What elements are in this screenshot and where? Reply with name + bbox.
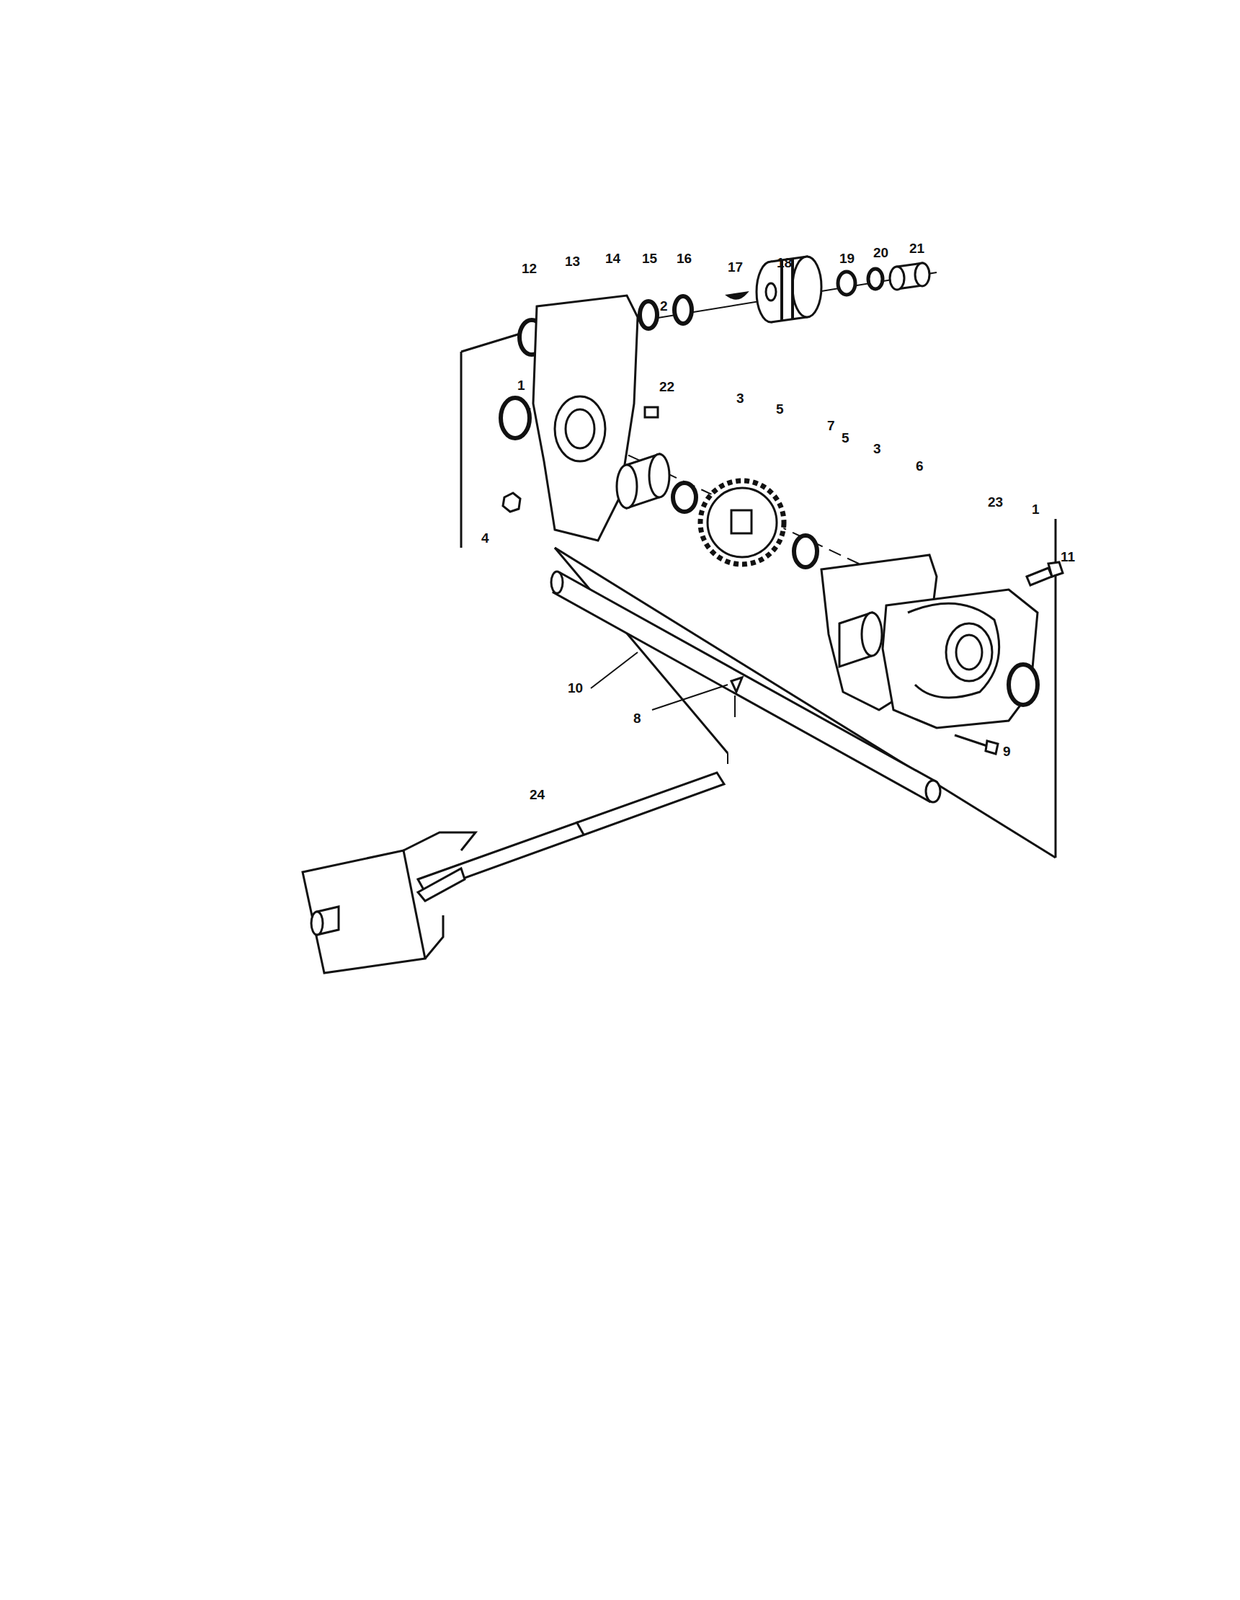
worm-gear: [707, 487, 777, 557]
auger-plate: [302, 850, 426, 973]
bearing: [649, 453, 670, 498]
nut: [502, 492, 521, 512]
callout-number: 19: [837, 250, 856, 266]
washer: [674, 296, 692, 324]
gear-housing: [882, 589, 1038, 728]
auger-hub: [311, 911, 323, 935]
callout-number: 4: [479, 530, 491, 546]
callout-number: 17: [726, 259, 745, 275]
shaft: [925, 780, 941, 802]
callout-number: 5: [840, 430, 851, 446]
callout-number: 1: [515, 377, 527, 393]
leader-line: [734, 695, 736, 717]
callout-number: 7: [825, 417, 837, 434]
nut: [868, 268, 883, 289]
callout-number: 21: [907, 240, 926, 256]
frame-line: [460, 351, 463, 548]
shaft: [551, 571, 563, 593]
washer: [639, 301, 658, 329]
callout-number: 22: [657, 378, 676, 395]
callout-number: 24: [528, 786, 547, 802]
key: [731, 677, 743, 692]
bushing: [915, 262, 930, 287]
callout-number: 20: [871, 244, 890, 261]
auger-plate: [403, 832, 476, 851]
gear-housing: [946, 623, 993, 681]
callout-number: 11: [1059, 549, 1077, 565]
key: [727, 292, 747, 299]
gear-housing: [956, 634, 983, 670]
washer: [794, 535, 818, 568]
callout-number: 18: [775, 255, 794, 271]
leader-line: [590, 652, 638, 689]
pulley: [765, 283, 776, 301]
callout-number: 8: [631, 710, 643, 726]
auger-plate: [425, 915, 444, 959]
worm-gear: [731, 510, 752, 534]
plug: [644, 407, 658, 418]
callout-number: 2: [658, 298, 670, 314]
pulley: [792, 256, 822, 318]
callout-number: 16: [675, 250, 694, 266]
bolt: [1048, 561, 1063, 577]
worm-gear: [700, 480, 784, 565]
gear-housing: [565, 409, 595, 449]
seal: [1008, 664, 1038, 705]
callout-number: 3: [871, 440, 883, 457]
seal: [500, 397, 530, 439]
callout-number: 12: [520, 260, 539, 276]
frame-line: [726, 752, 729, 764]
bushing: [889, 266, 905, 290]
leader-line: [652, 684, 728, 710]
callout-number: 5: [774, 401, 786, 417]
callout-number: 6: [914, 458, 926, 474]
callout-number: 3: [734, 390, 746, 406]
frame-line: [461, 333, 521, 352]
gear-housing: [907, 603, 1000, 698]
gear-housing: [554, 396, 606, 462]
callout-number: 15: [640, 250, 659, 266]
auger-shaft: [576, 821, 584, 835]
washer: [837, 271, 856, 295]
gear-housing: [533, 295, 638, 541]
callout-number: 23: [986, 494, 1005, 510]
auger-shaft: [417, 868, 465, 901]
bolt: [954, 734, 988, 746]
washer: [672, 482, 697, 512]
bolt: [1026, 567, 1052, 586]
bearing: [861, 612, 882, 656]
callout-number: 10: [566, 680, 585, 696]
callout-number: 9: [1001, 743, 1013, 759]
callout-number: 13: [563, 253, 582, 269]
shaft: [553, 572, 937, 802]
bearing: [616, 464, 637, 508]
callout-number: 1: [1030, 501, 1042, 517]
callout-number: 14: [603, 250, 622, 266]
bolt: [985, 740, 998, 754]
